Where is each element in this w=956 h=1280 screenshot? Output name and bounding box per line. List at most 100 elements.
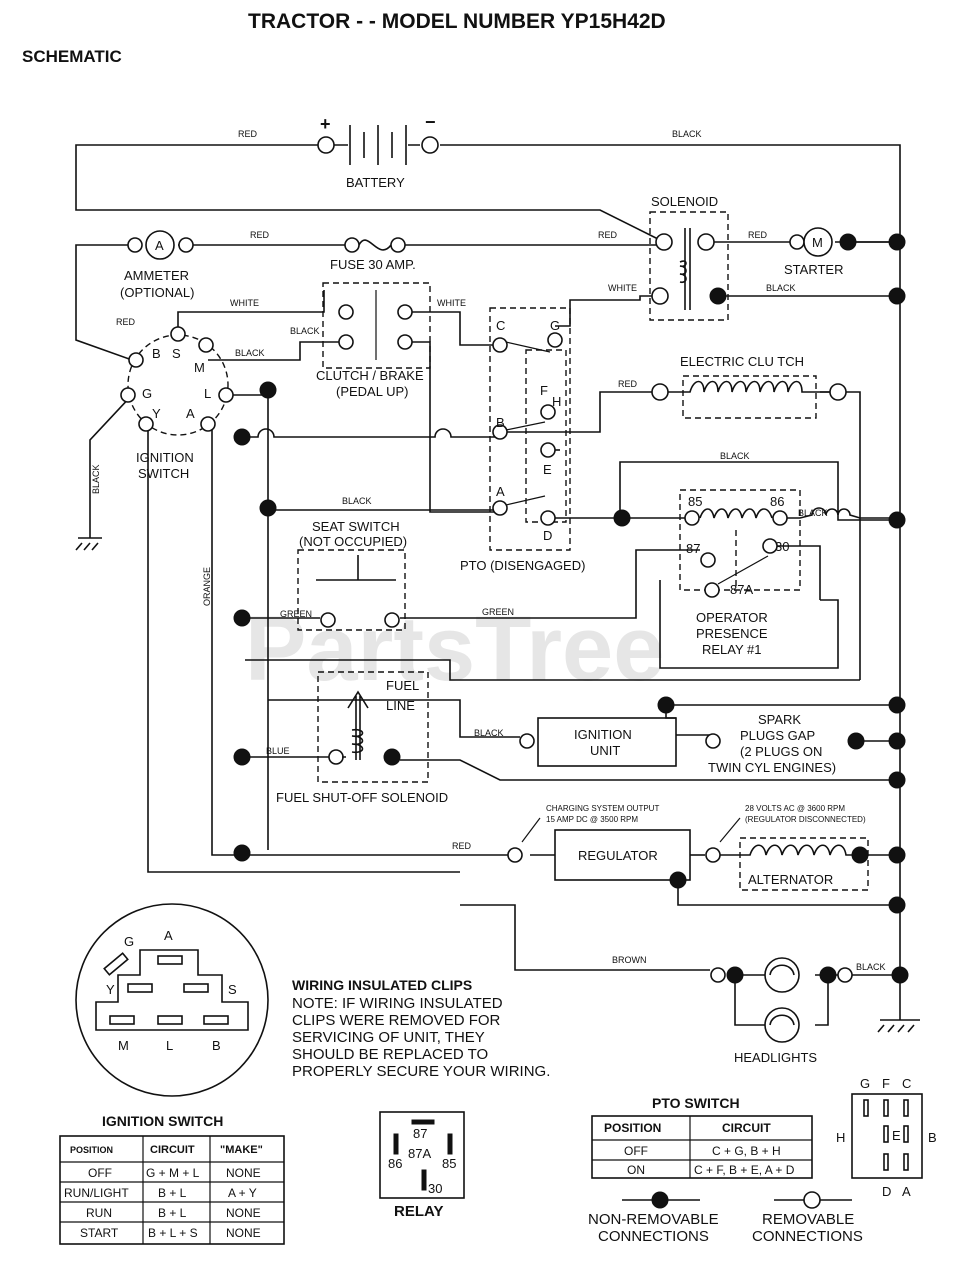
relay-terminal-86: 86	[770, 494, 784, 509]
note-line-3: SERVICING OF UNIT, THEY	[292, 1029, 485, 1046]
pto-label: PTO (DISENGAGED)	[460, 558, 585, 573]
wire-label-red-2: RED	[250, 230, 270, 240]
wire-label-black-2: BLACK	[766, 283, 796, 293]
plug-letter-y: Y	[106, 982, 115, 997]
relay-pin-86: 86	[388, 1156, 402, 1171]
ign-terminal-a: A	[186, 406, 195, 421]
seat-label-2: (NOT OCCUPIED)	[299, 534, 407, 549]
junction-dots	[233, 233, 909, 984]
plug-letter-g: G	[124, 934, 134, 949]
ign-table-h1: CIRCUIT	[150, 1144, 195, 1156]
solenoid-label: SOLENOID	[651, 194, 718, 209]
regulator: REGULATOR CHARGING SYSTEM OUTPUT 15 AMP …	[507, 804, 721, 889]
wire-label-black-9: BLACK	[856, 962, 886, 972]
ammeter-label-1: AMMETER	[124, 268, 189, 283]
ignition-switch-table: IGNITION SWITCH POSITION CIRCUIT "MAKE" …	[59, 1113, 285, 1245]
wire-label-black-10: BLACK	[91, 464, 101, 494]
pto-terminal-h: H	[552, 394, 561, 409]
wire-label-red-4: RED	[748, 230, 768, 240]
seat-label-1: SEAT SWITCH	[312, 519, 400, 534]
plug-letter-a: A	[164, 928, 173, 943]
ign-table-r1c0: RUN/LIGHT	[64, 1186, 129, 1200]
legend-nonremovable-2: CONNECTIONS	[598, 1228, 709, 1245]
headlights-label: HEADLIGHTS	[734, 1050, 817, 1065]
fuse: FUSE 30 AMP.	[330, 237, 416, 272]
ac-label-1: 28 VOLTS AC @ 3600 RPM	[745, 804, 845, 813]
pto-terminal-g: G	[550, 318, 560, 333]
relay-terminal-87a: 87A	[730, 582, 753, 597]
pto-pin-diagram: G F C H B E D A	[836, 1076, 937, 1199]
ignition-plug-diagram: G A Y S M L B	[75, 903, 269, 1097]
pto-table-r0c0: OFF	[624, 1144, 648, 1158]
wire-label-black-5: BLACK	[720, 451, 750, 461]
relay-pin-30: 30	[428, 1181, 442, 1196]
clutch-label-2: (PEDAL UP)	[336, 384, 408, 399]
charging-label-1: CHARGING SYSTEM OUTPUT	[546, 804, 659, 813]
spark-label-4: TWIN CYL ENGINES)	[708, 760, 836, 775]
battery-label: BATTERY	[346, 175, 405, 190]
wire-label-green-2: GREEN	[482, 607, 514, 617]
page-subtitle: SCHEMATIC	[22, 47, 122, 66]
ign-table-r3c0: START	[80, 1226, 119, 1240]
pto-pin-d: D	[882, 1184, 891, 1199]
pto-switch-table: PTO SWITCH POSITION CIRCUIT OFF C + G, B…	[591, 1095, 813, 1179]
pto-pin-b: B	[928, 1130, 937, 1145]
spark-label-2: PLUGS GAP	[740, 728, 815, 743]
plug-letter-m: M	[118, 1038, 129, 1053]
charging-label-2: 15 AMP DC @ 3500 RPM	[546, 815, 638, 824]
pto-table-r1c0: ON	[627, 1163, 645, 1177]
fuel-line-label-1: FUEL	[386, 678, 419, 693]
solenoid: SOLENOID	[649, 194, 729, 321]
ign-table-r2c2: NONE	[226, 1206, 261, 1220]
ammeter-label-2: (OPTIONAL)	[120, 285, 194, 300]
ign-table-r3c2: NONE	[226, 1226, 261, 1240]
note-line-2: CLIPS WERE REMOVED FOR	[292, 1012, 501, 1029]
battery-minus: −	[425, 112, 436, 132]
relay-terminal-85: 85	[688, 494, 702, 509]
clutch-label-1: CLUTCH / BRAKE	[316, 368, 424, 383]
ign-terminal-m: M	[194, 360, 205, 375]
headlights: HEADLIGHTS	[710, 957, 853, 1065]
wire-label-black-3: BLACK	[290, 326, 320, 336]
spark-plugs: SPARK PLUGS GAP (2 PLUGS ON TWIN CYL ENG…	[708, 712, 865, 775]
pto-terminal-f: F	[540, 383, 548, 398]
wire-label-black-8: BLACK	[474, 728, 504, 738]
relay-label-2: PRESENCE	[696, 626, 768, 641]
removable-connection-icon	[803, 1191, 821, 1209]
wire-label-black-6: BLACK	[342, 496, 372, 506]
relay-label-3: RELAY #1	[702, 642, 762, 657]
relay-terminal-30: 30	[775, 539, 789, 554]
ammeter-symbol: A	[155, 238, 164, 253]
regulator-label: REGULATOR	[578, 848, 658, 863]
wire-label-black-7: BLACK	[798, 508, 828, 518]
ign-table-r1c2: A + Y	[228, 1186, 257, 1200]
note-line-4: SHOULD BE REPLACED TO	[292, 1046, 488, 1063]
ammeter: A AMMETER (OPTIONAL)	[120, 230, 194, 300]
ign-table-title: IGNITION SWITCH	[102, 1113, 223, 1129]
relay-pin-85: 85	[442, 1156, 456, 1171]
ign-table-r2c0: RUN	[86, 1206, 112, 1220]
spark-label-3: (2 PLUGS ON	[740, 744, 822, 759]
clutch-brake-switch: CLUTCH / BRAKE (PEDAL UP)	[316, 282, 431, 399]
alternator-label: ALTERNATOR	[748, 872, 833, 887]
pto-pin-g: G	[860, 1076, 870, 1091]
ign-table-r0c2: NONE	[226, 1166, 261, 1180]
wire-label-red-3: RED	[598, 230, 618, 240]
pto-table-h0: POSITION	[604, 1121, 661, 1135]
pto-table-r0c1: C + G, B + H	[712, 1144, 781, 1158]
wire-color-labels: RED BLACK RED RED RED BLACK WHITE WHITE …	[91, 129, 886, 972]
fuel-solenoid-label: FUEL SHUT-OFF SOLENOID	[276, 790, 448, 805]
ign-switch-label-1: IGNITION	[136, 450, 194, 465]
pto-table-h1: CIRCUIT	[722, 1121, 771, 1135]
battery: + − BATTERY	[317, 112, 439, 190]
spark-label-1: SPARK	[758, 712, 801, 727]
wire-label-blue: BLUE	[266, 746, 290, 756]
ignition-unit-label-1: IGNITION	[574, 727, 632, 742]
ign-table-r2c1: B + L	[158, 1206, 187, 1220]
pto-pin-c: C	[902, 1076, 911, 1091]
ign-table-r1c1: B + L	[158, 1186, 187, 1200]
seat-switch: SEAT SWITCH (NOT OCCUPIED)	[297, 519, 407, 631]
ign-table-h0: POSITION	[70, 1145, 113, 1155]
ign-switch-label-2: SWITCH	[138, 466, 189, 481]
